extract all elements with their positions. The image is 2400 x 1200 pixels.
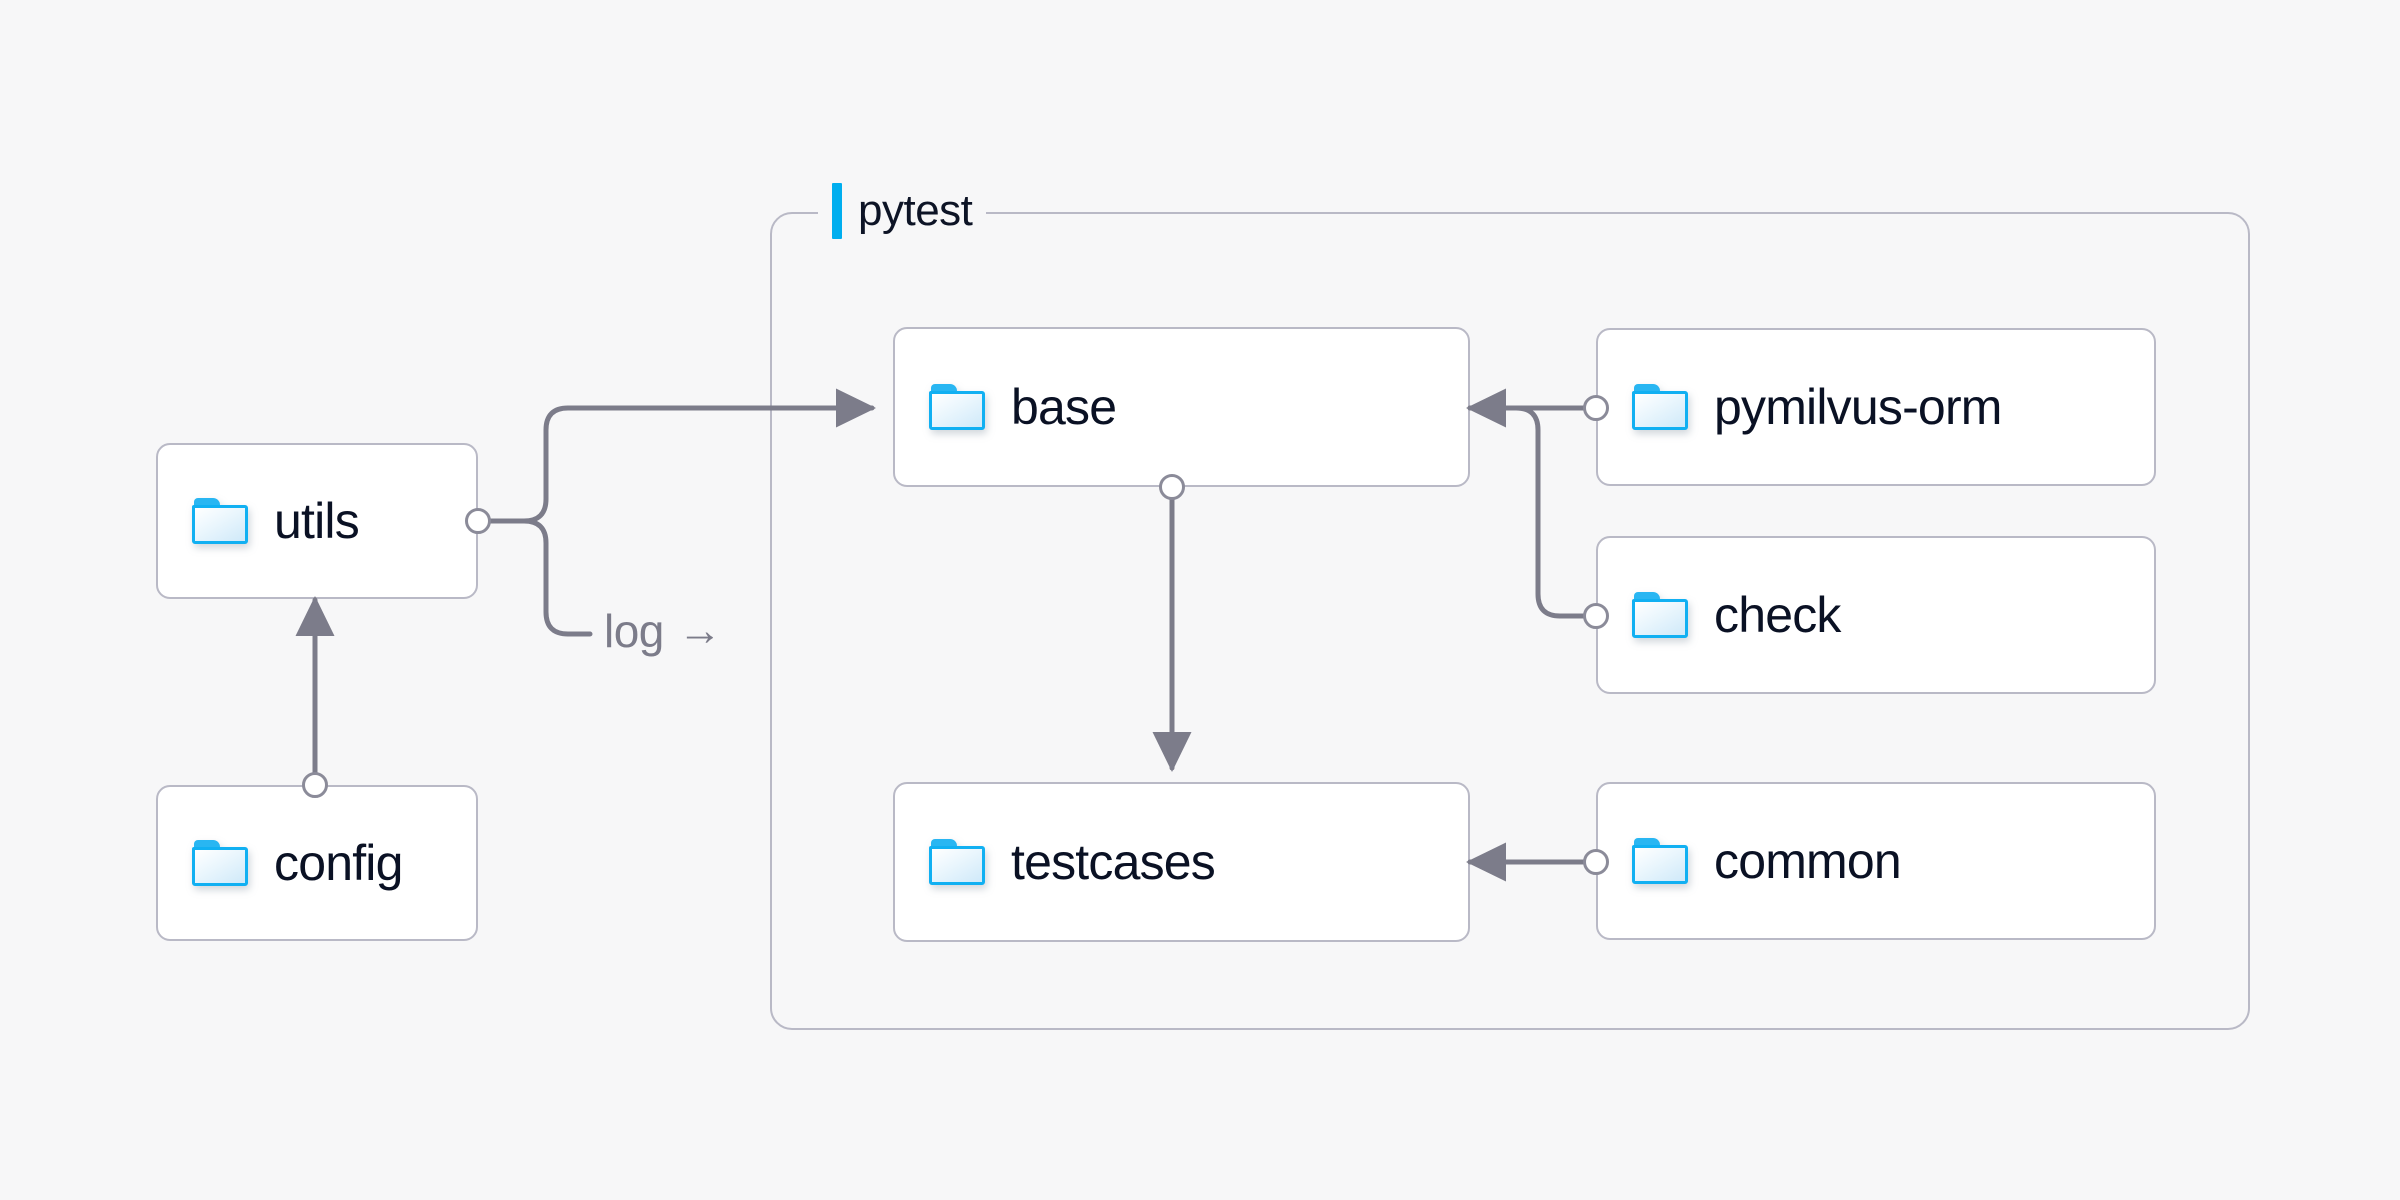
port-common-left[interactable] xyxy=(1583,849,1609,875)
group-label-text: pytest xyxy=(858,186,973,235)
port-base-bottom[interactable] xyxy=(1159,474,1185,500)
folder-icon xyxy=(1632,384,1688,430)
edge-label-log: log → xyxy=(604,608,722,654)
node-pymilvus-orm[interactable]: pymilvus-orm xyxy=(1596,328,2156,486)
edge-label-log-text: log xyxy=(604,605,664,657)
folder-icon xyxy=(1632,592,1688,638)
port-check-left[interactable] xyxy=(1583,603,1609,629)
edge-utils-log xyxy=(521,518,593,637)
node-label-base: base xyxy=(1011,379,1117,435)
node-testcases[interactable]: testcases xyxy=(893,782,1470,942)
port-pymilvus-orm-left[interactable] xyxy=(1583,395,1609,421)
node-utils[interactable]: utils xyxy=(156,443,478,599)
node-label-utils: utils xyxy=(274,493,360,549)
arrow-right-icon: → xyxy=(677,606,722,655)
node-label-config: config xyxy=(274,835,403,891)
node-config[interactable]: config xyxy=(156,785,478,941)
folder-icon xyxy=(929,384,985,430)
node-label-common: common xyxy=(1714,833,1902,889)
node-base[interactable]: base xyxy=(893,327,1470,487)
pytest-group-label: pytest xyxy=(818,180,987,242)
folder-icon xyxy=(192,498,248,544)
folder-icon xyxy=(929,839,985,885)
port-utils-right[interactable] xyxy=(465,508,491,534)
node-label-pymilvus-orm: pymilvus-orm xyxy=(1714,379,2002,435)
folder-icon xyxy=(1632,838,1688,884)
group-accent-bar xyxy=(832,183,842,239)
node-check[interactable]: check xyxy=(1596,536,2156,694)
pytest-group-container[interactable] xyxy=(770,212,2250,1030)
node-label-testcases: testcases xyxy=(1011,834,1216,890)
node-common[interactable]: common xyxy=(1596,782,2156,940)
folder-icon xyxy=(192,840,248,886)
node-label-check: check xyxy=(1714,587,1841,643)
port-config-top[interactable] xyxy=(302,772,328,798)
